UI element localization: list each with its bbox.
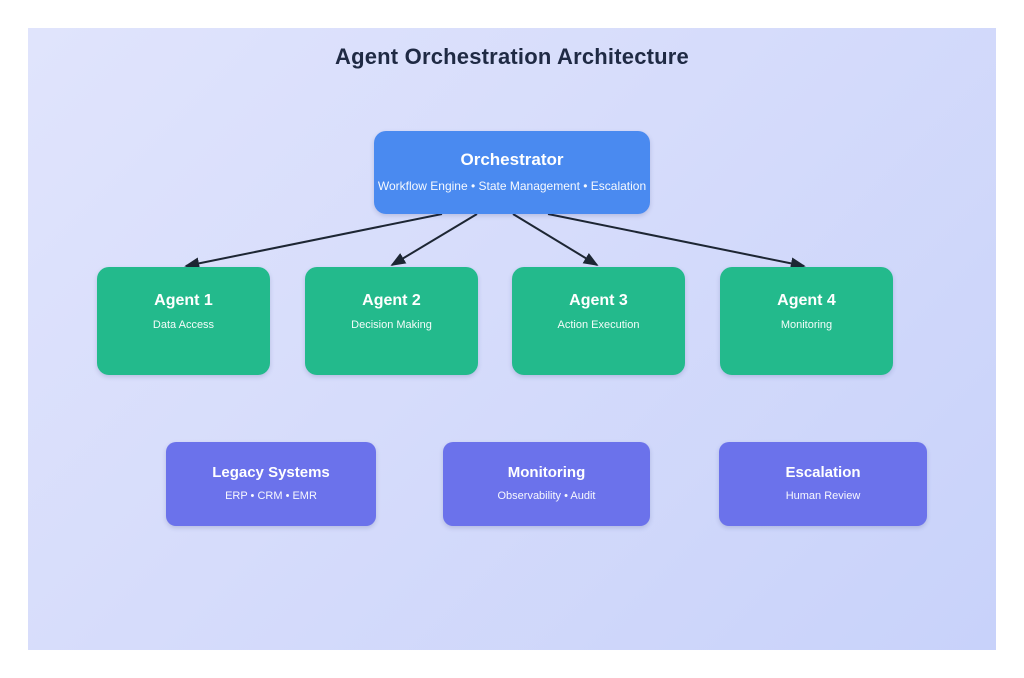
arrow-orchestrator-to-agent-4 xyxy=(547,213,806,270)
arrow-orchestrator-to-agent-1 xyxy=(184,213,443,270)
agent-4-subtitle: Monitoring xyxy=(780,319,833,331)
agent-1-title: Agent 1 xyxy=(154,292,213,309)
monitoring-title: Monitoring xyxy=(507,464,586,481)
agent-3-subtitle: Action Execution xyxy=(557,319,640,331)
agent-3-node: Agent 3 Action Execution xyxy=(512,267,685,375)
orchestrator-node: Orchestrator Workflow Engine • State Man… xyxy=(374,131,650,214)
agent-2-node: Agent 2 Decision Making xyxy=(305,267,478,375)
legacy-systems-title: Legacy Systems xyxy=(212,464,330,481)
legacy-systems-node: Legacy Systems ERP • CRM • EMR xyxy=(166,442,376,526)
legacy-systems-subtitle: ERP • CRM • EMR xyxy=(225,490,317,502)
escalation-subtitle: Human Review xyxy=(785,490,861,502)
escalation-title: Escalation xyxy=(785,464,861,481)
orchestrator-title: Orchestrator xyxy=(460,150,564,169)
arrow-orchestrator-to-agent-2 xyxy=(390,213,478,266)
agent-1-subtitle: Data Access xyxy=(152,319,215,331)
escalation-node: Escalation Human Review xyxy=(719,442,927,526)
agent-2-title: Agent 2 xyxy=(362,292,421,309)
monitoring-node: Monitoring Observability • Audit xyxy=(443,442,650,526)
diagram-canvas: Agent Orchestration Architecture Orchest… xyxy=(28,28,996,650)
arrow-orchestrator-to-agent-3 xyxy=(512,213,599,266)
diagram-title: Agent Orchestration Architecture xyxy=(335,44,689,69)
agent-3-title: Agent 3 xyxy=(569,292,628,309)
agent-1-node: Agent 1 Data Access xyxy=(97,267,270,375)
agent-2-subtitle: Decision Making xyxy=(351,319,432,331)
agent-4-title: Agent 4 xyxy=(777,292,836,309)
orchestrator-subtitle: Workflow Engine • State Management • Esc… xyxy=(377,179,647,193)
monitoring-subtitle: Observability • Audit xyxy=(497,490,596,502)
agent-4-node: Agent 4 Monitoring xyxy=(720,267,893,375)
